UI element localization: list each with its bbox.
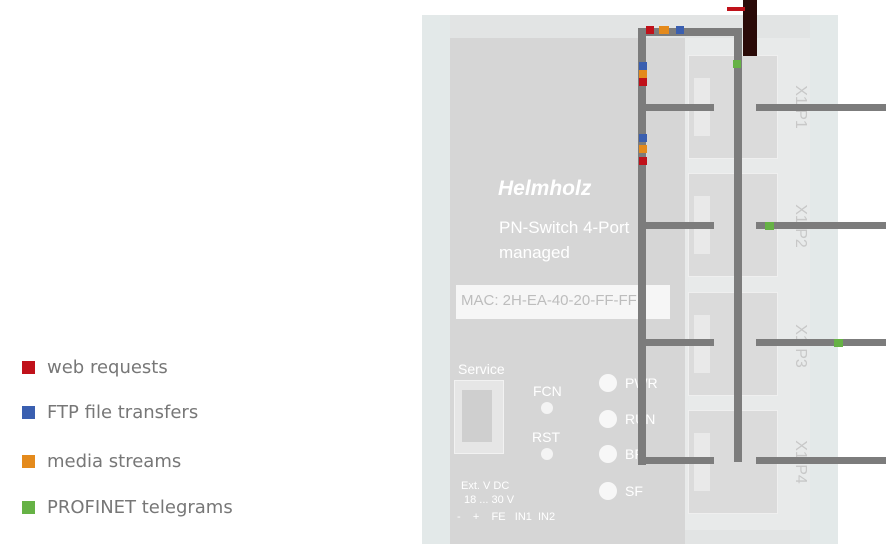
port3-cable [756,339,886,346]
power-label: Ext. V DC [461,480,510,492]
media-stream-packet [639,70,647,78]
top-bus-line [638,28,742,36]
profinet-telegrams-swatch [22,500,35,514]
profinet-telegram-packet [834,339,843,347]
model-name: PN-Switch 4-Port [499,218,630,237]
model-subtitle: managed [499,243,570,262]
service-label: Service [458,361,505,377]
voltage-range: 18 ... 30 V [464,494,515,506]
ftp-transfer-packet [639,134,647,142]
packet-markers [639,26,843,347]
port2-cable [756,222,886,229]
bf-led [599,445,617,463]
legend-item-web-requests: web requests [22,356,168,378]
mac-label-box [456,285,670,319]
web-request-packet [639,157,647,165]
uplink-accent [727,7,745,11]
left-bus-line [638,28,646,465]
ftp-transfer-packet [676,26,684,34]
legend-label: media streams [47,450,182,472]
legend-item-profinet: PROFINET telegrams [22,496,233,518]
brand-logo: Helmholz [498,177,592,200]
profinet-telegram-packet [733,60,741,68]
left-rail [422,15,450,544]
sf-label: SF [625,483,643,499]
ftp-file-transfers-swatch [22,405,35,419]
fcn-button[interactable] [541,402,553,414]
web-request-packet [646,26,654,34]
port1-cable [756,104,886,111]
port3-internal-link [646,339,714,346]
web-request-packet [639,78,647,86]
pwr-led [599,374,617,392]
legend-label: PROFINET telegrams [47,496,233,518]
rst-button[interactable] [541,448,553,460]
media-streams-swatch [22,454,35,468]
sf-led [599,482,617,500]
fcn-label: FCN [533,383,562,399]
legend-item-ftp: FTP file transfers [22,401,199,423]
mac-address: MAC: 2H-EA-40-20-FF-FF [461,292,637,309]
ftp-transfer-packet [639,62,647,70]
media-stream-packet [639,145,647,153]
run-led [599,410,617,428]
right-rail [810,15,838,544]
profinet-telegram-packet [765,222,774,230]
legend-item-media: media streams [22,450,182,472]
service-port-inner [462,390,492,442]
backplane-lines [638,28,886,465]
terminal-labels: - + FE IN1 IN2 [457,511,556,523]
center-bus-line [734,28,742,462]
legend-label: web requests [47,356,168,378]
legend-label: FTP file transfers [47,401,199,423]
port4-cable [756,457,886,464]
port2-internal-link [646,222,714,229]
uplink-cable [743,0,757,56]
web-requests-swatch [22,360,35,374]
media-stream-packet [659,26,669,34]
rst-label: RST [532,429,560,445]
port1-internal-link [646,104,714,111]
port4-internal-link [646,457,714,464]
